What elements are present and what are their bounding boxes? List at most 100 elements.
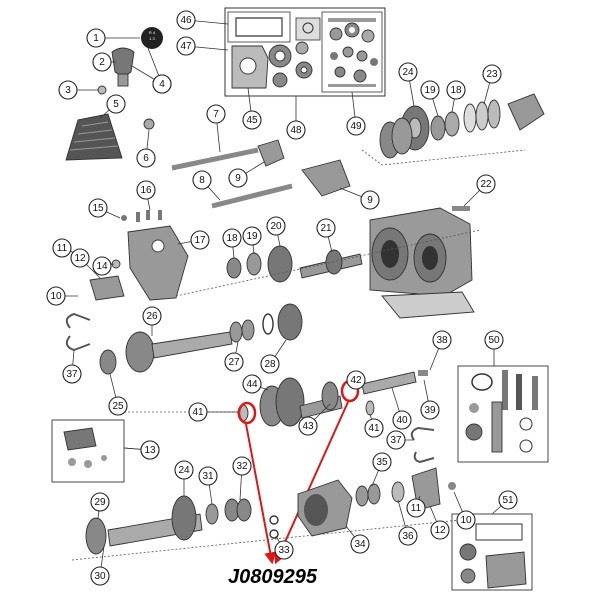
shims-23 [463,99,501,133]
bearing-19-mid [246,252,262,276]
callout-number: 38 [436,335,448,346]
callout-number: 47 [180,41,192,52]
shift-knob-ball: R 4 1 3 [141,27,163,49]
shift-housing [127,225,189,301]
transmission-case [369,207,473,297]
callout-number: 48 [290,125,302,136]
callout-number: 19 [424,85,436,96]
box-50-parts [465,370,538,453]
callout-49: 49 [346,116,366,136]
shift-fork-9a [257,139,285,167]
callout-number: 34 [354,539,366,550]
snap-ring-28a [262,313,274,335]
callout-number: 37 [66,369,78,380]
callout-35: 35 [372,452,392,472]
callout-labels: 1234567899101112131415161718192021222324… [46,10,518,586]
callout-number: 37 [390,435,402,446]
callout-number: 9 [235,173,241,184]
callout-19: 19 [420,80,440,100]
callout-number: 17 [194,235,206,246]
callout-number: 46 [180,15,192,26]
callout-18: 18 [446,80,466,100]
callout-number: 2 [99,57,105,68]
callout-number: 30 [94,571,106,582]
gear-44 [259,377,305,427]
shift-boot [65,113,123,161]
gasket-46 [235,17,283,37]
callout-number: 13 [144,445,156,456]
callout-number: 26 [146,311,158,322]
callout-number: 22 [480,179,492,190]
callout-number: 45 [246,115,258,126]
shaft-40 [361,371,417,395]
callout-9: 9 [360,190,380,210]
callout-39: 39 [420,400,440,420]
callout-number: 39 [424,405,436,416]
callout-10: 10 [456,510,476,530]
callout-42: 42 [346,370,366,390]
callout-34: 34 [350,534,370,554]
callout-9: 9 [228,168,248,188]
callout-5: 5 [106,94,126,114]
seal-kit-small-parts [268,17,321,88]
callout-number: 9 [367,195,373,206]
callout-number: 44 [246,379,258,390]
callout-6: 6 [136,148,156,168]
callout-number: 28 [264,359,276,370]
callout-45: 45 [242,110,262,130]
callout-41: 41 [188,402,208,422]
callout-31: 31 [198,466,218,486]
clip-37-right [410,426,435,464]
output-housing [297,479,353,537]
gasket-kit-frame-48 [224,7,386,97]
callout-26: 26 [142,306,162,326]
case-gasket-bottom [381,291,475,319]
shift-knob [111,47,135,87]
callout-number: 43 [302,421,314,432]
callout-15: 15 [88,198,108,218]
callout-8: 8 [192,170,212,190]
dashed-guide-1 [361,149,526,166]
callout-number: 29 [94,497,106,508]
svg-text:R 4: R 4 [149,30,156,35]
cluster-gear-left-top [379,117,413,159]
bearings-35 [355,483,381,507]
nut-10 [448,482,456,490]
box-13-parts [63,427,107,468]
callout-37: 37 [386,430,406,450]
callout-23: 23 [482,64,502,84]
callout-7: 7 [206,104,226,124]
clip-37-left [65,312,91,352]
callout-number: 51 [502,495,514,506]
callout-number: 42 [350,375,362,386]
callout-number: 12 [74,253,86,264]
bearing-19-top [430,115,446,141]
callout-number: 20 [270,221,282,232]
callout-12: 12 [430,520,450,540]
callout-38: 38 [432,330,452,350]
gear-43 [321,381,339,411]
callout-21: 21 [316,218,336,238]
callout-number: 23 [486,69,498,80]
highlight-arrows [245,401,349,565]
callout-number: 19 [246,231,258,242]
gear-28 [277,303,303,341]
callout-41: 41 [364,418,384,438]
callout-24: 24 [174,460,194,480]
callout-32: 32 [232,456,252,476]
callout-40: 40 [392,410,412,430]
bearing-18-top [444,111,460,137]
retainer-6 [143,118,155,130]
part-number-label: J0809295 [228,566,317,588]
input-shaft-26 [125,331,233,373]
nut-3 [97,85,107,95]
callout-number: 11 [411,503,422,514]
gear-25 [99,349,117,375]
callout-18: 18 [222,228,242,248]
callout-19: 19 [242,226,262,246]
callout-14: 14 [92,256,112,276]
seal-kit-49-parts [328,18,378,87]
callout-number: 49 [350,121,362,132]
bolt-22 [452,206,470,211]
